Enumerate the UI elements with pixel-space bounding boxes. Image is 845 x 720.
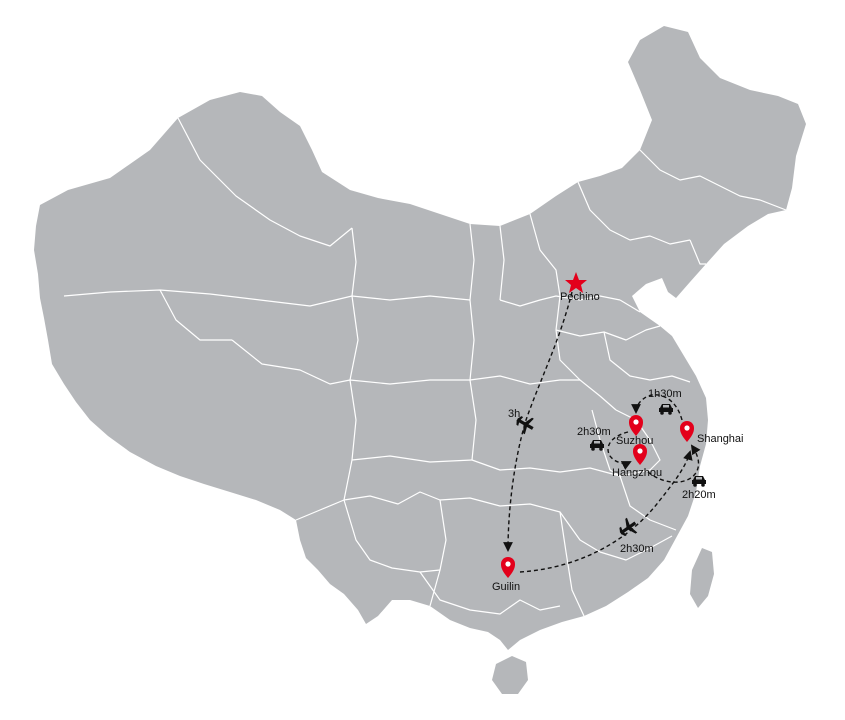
- map-pin-icon: [629, 415, 643, 436]
- duration-label-guilin-shanghai: 2h30m: [620, 543, 654, 555]
- airplane-icon: [516, 416, 534, 435]
- map-pin-icon: [501, 557, 515, 578]
- hainan-island: [492, 656, 528, 694]
- routes: [503, 291, 701, 573]
- route-hangzhou-shanghai: [647, 444, 701, 483]
- route-suzhou-hangzhou: [607, 431, 632, 470]
- star-icon: [565, 272, 587, 293]
- car-icon: [659, 404, 673, 415]
- airplane-icon: [619, 517, 638, 537]
- city-label-hangzhou: Hangzhou: [612, 467, 662, 479]
- map-pin-icon: [633, 444, 647, 465]
- map-pin-icon: [680, 421, 694, 442]
- duration-label-beijing-guilin: 3h: [508, 408, 520, 420]
- city-label-shanghai: Shanghai: [697, 433, 744, 445]
- car-icon: [692, 476, 706, 487]
- duration-label-suzhou-hangzhou: 2h30m: [577, 426, 611, 438]
- car-icon: [590, 440, 604, 451]
- route-guilin-shanghai: [519, 450, 693, 573]
- mainland-shape: [34, 26, 806, 650]
- province-borders: [63, 117, 787, 617]
- city-label-suzhou: Suzhou: [616, 435, 653, 447]
- route-shanghai-suzhou: [631, 394, 683, 421]
- city-label-guilin: Guilin: [492, 581, 520, 593]
- city-label-beijing: Pechino: [560, 291, 600, 303]
- duration-label-hangzhou-shanghai: 2h20m: [682, 489, 716, 501]
- taiwan-island: [690, 548, 714, 608]
- duration-label-shanghai-suzhou: 1h30m: [648, 388, 682, 400]
- route-beijing-guilin: [503, 291, 573, 552]
